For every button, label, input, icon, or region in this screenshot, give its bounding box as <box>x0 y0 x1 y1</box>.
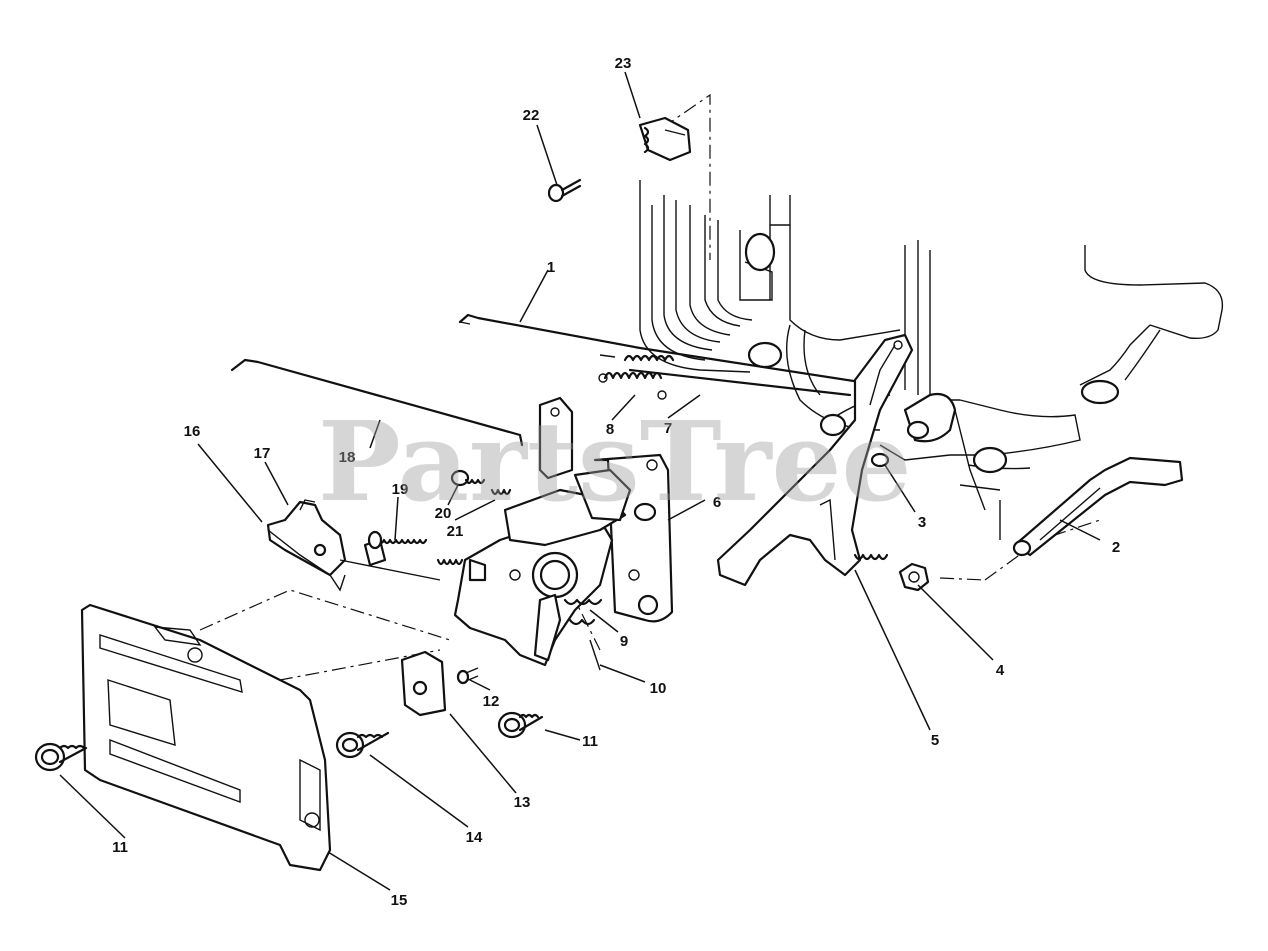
adjusting-screw-19 <box>367 530 428 550</box>
bracket-13 <box>400 650 447 717</box>
clamp-screw-22 <box>547 178 582 203</box>
callout-19: 19 <box>392 481 409 498</box>
spring-21 <box>436 558 464 566</box>
lever-16 <box>267 529 441 581</box>
callout-15: 15 <box>391 892 408 909</box>
callout-22: 22 <box>523 107 540 124</box>
nut-4 <box>898 562 930 592</box>
callout-6: 6 <box>713 494 721 511</box>
callout-7: 7 <box>664 420 672 437</box>
governor-spring <box>599 354 852 397</box>
callout-12: 12 <box>483 693 500 710</box>
callout-11-left: 11 <box>112 839 128 856</box>
engine-block <box>639 180 1224 540</box>
bolt-14 <box>335 731 390 759</box>
callout-21: 21 <box>447 523 464 540</box>
callout-23: 23 <box>615 55 632 72</box>
leader-lines <box>59 71 1101 891</box>
callout-labels: 1 2 3 4 5 6 7 8 9 10 11 11 12 13 14 15 1… <box>112 55 1120 909</box>
callout-13: 13 <box>514 794 531 811</box>
cover-plate-15 <box>80 603 332 872</box>
throttle-link-rod <box>458 313 882 384</box>
callout-10: 10 <box>650 680 667 697</box>
callout-16: 16 <box>184 423 201 440</box>
governor-link-rod <box>230 358 524 447</box>
bushing-3 <box>870 452 890 468</box>
callout-11-right: 11 <box>582 733 598 750</box>
callout-18: 18 <box>339 449 356 466</box>
callout-3: 3 <box>918 514 926 531</box>
watermark: PartsTree <box>318 397 912 526</box>
bolt-11-b <box>497 711 544 739</box>
screw-20 <box>450 469 512 496</box>
callout-2: 2 <box>1112 539 1120 556</box>
callout-5: 5 <box>931 732 939 749</box>
callout-9: 9 <box>620 633 628 650</box>
callout-14: 14 <box>466 829 483 846</box>
cable-clamp-23 <box>638 116 692 162</box>
control-bracket-assembly <box>453 468 657 671</box>
callout-8: 8 <box>606 421 614 438</box>
spring-8 <box>598 371 667 400</box>
pin-12 <box>456 667 479 685</box>
bracket-2 <box>1012 456 1184 557</box>
callout-4: 4 <box>996 662 1005 679</box>
throttle-lever-5 <box>716 333 914 587</box>
callout-17: 17 <box>254 445 271 462</box>
callout-1: 1 <box>547 259 555 276</box>
bolt-11-a <box>34 742 88 772</box>
callout-20: 20 <box>435 505 452 522</box>
